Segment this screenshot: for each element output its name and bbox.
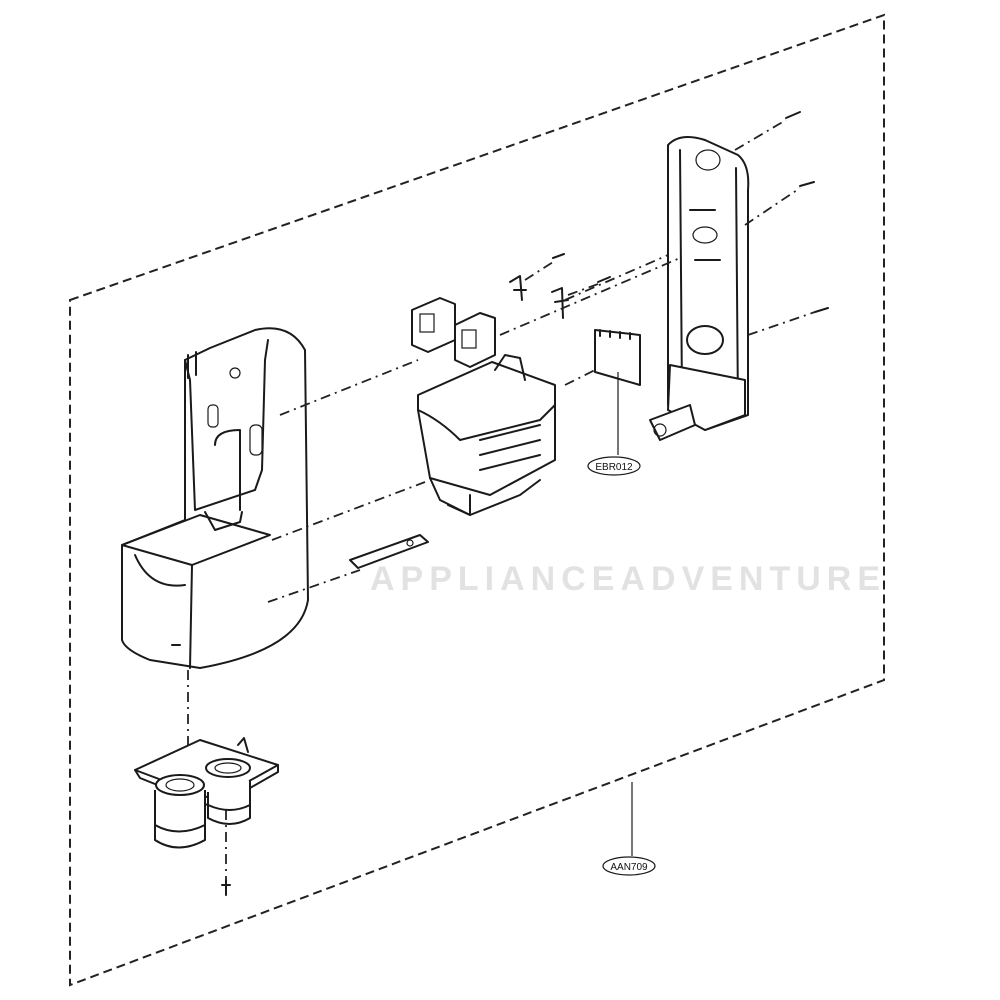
main-housing (121, 327, 309, 669)
base-plate (134, 737, 279, 896)
small-pcb (594, 329, 641, 386)
label-eb-text: EBR012 (595, 462, 633, 473)
watermark-text: APPLIANCEADVENTURE (370, 560, 886, 598)
screws (552, 111, 829, 313)
label-aan: AAN709 (602, 782, 656, 876)
alignment-lines (187, 119, 816, 880)
back-cover (649, 135, 750, 441)
watermark: APPLIANCEADVENTURE (370, 560, 886, 598)
label-eb: EBR012 (587, 372, 641, 476)
tray-assembly (417, 354, 556, 516)
mounting-brackets (509, 275, 569, 319)
metal-strip (349, 534, 429, 569)
connector-blocks (411, 297, 496, 368)
label-aan-text: AAN709 (610, 862, 648, 873)
assembly-frame (69, 13, 885, 987)
